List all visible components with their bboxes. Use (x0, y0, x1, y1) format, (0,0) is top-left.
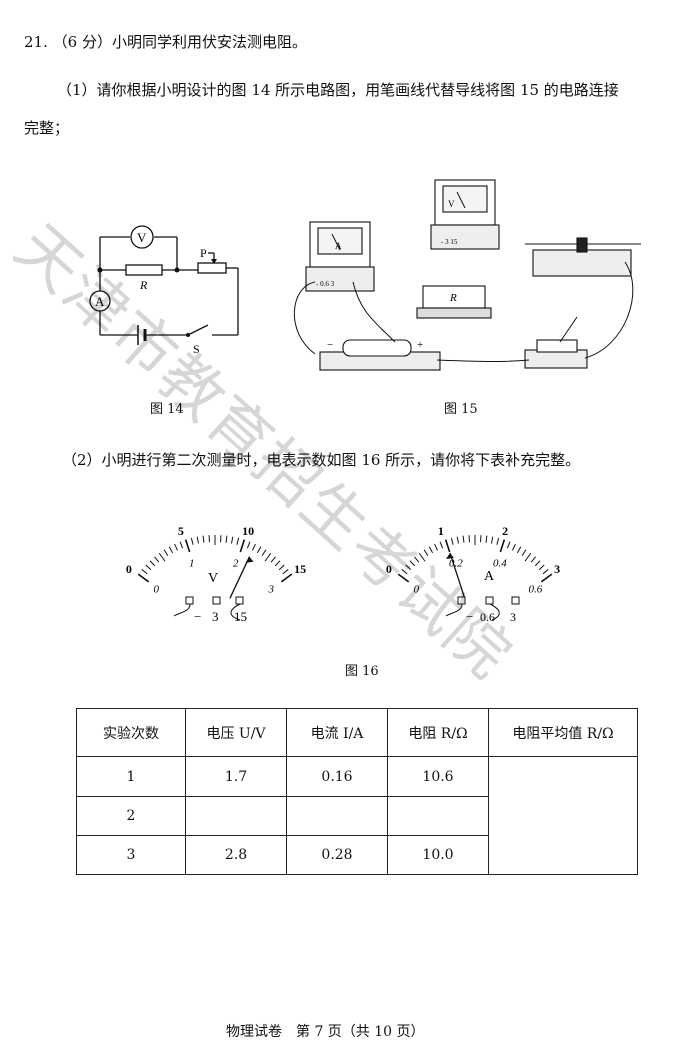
cell-voltage: 1.7 (185, 756, 287, 797)
question-header: 21. （6 分）小明同学利用伏安法测电阻。 (24, 32, 307, 52)
fig16-ammeter-top-scale-label: 3 (554, 562, 560, 576)
fig15-resistor-label: R (449, 292, 457, 304)
figure-16-meters: 0 5 10 15 0 1 2 3 0 1 2 3 0 0.2 0.4 0.6 V A − 3 15 − 0… (126, 524, 560, 624)
fig16-ammeter-top-scale-label: 2 (502, 524, 508, 538)
fig16-ammeter-bottom-scale-label: 0 (414, 583, 420, 595)
table-row: 3 2.8 0.28 10.0 (76, 834, 638, 876)
fig15-ammeter-label: A (335, 241, 342, 251)
fig16-v-terminal-minus: − (194, 609, 201, 624)
header-resistance: 电阻 R/Ω (387, 707, 489, 758)
question-stem: 小明同学利用伏安法测电阻。 (111, 33, 307, 51)
cell-resistance: 10.6 (387, 756, 489, 797)
fig16-voltmeter-bottom-scale-label: 2 (233, 557, 239, 569)
question-points: （6 分） (52, 33, 112, 51)
cell-average-resistance[interactable] (488, 756, 638, 875)
cell-current: 0.16 (286, 756, 388, 797)
fig14-caption: 图 14 (150, 402, 184, 417)
cell-resistance-blank[interactable] (387, 795, 489, 836)
fig15-voltmeter-label: V (448, 199, 455, 209)
fig16-v-terminal-3: 3 (212, 609, 219, 624)
fig16-a-terminal-0-6: 0.6 (480, 610, 495, 624)
header-average-resistance: 电阻平均值 R/Ω (488, 707, 638, 758)
data-table: 实验次数 电压 U/V 电流 I/A 电阻 R/Ω 电阻平均值 R/Ω 1 1.… (76, 707, 638, 876)
cell-trial: 1 (76, 756, 186, 797)
cell-resistance: 10.0 (387, 834, 489, 876)
table-header-row: 实验次数 电压 U/V 电流 I/A 电阻 R/Ω 电阻平均值 R/Ω (76, 707, 638, 758)
fig15-ammeter-terminals: - 0.6 3 (316, 280, 335, 288)
fig16-ammeter-bottom-scale-label: 0.2 (449, 557, 463, 569)
fig16-ammeter: 0 1 2 3 0 0.2 0.4 0.6 (386, 524, 560, 597)
fig14-voltmeter-label: V (137, 230, 147, 245)
fig16-ammeter-pointer-tip (445, 552, 454, 559)
fig14-slider-label: P (200, 246, 207, 260)
cell-trial: 2 (76, 795, 186, 836)
cell-voltage-blank[interactable] (185, 795, 287, 836)
fig15-voltmeter-terminals: - 3 15 (441, 238, 458, 246)
fig14-switch-label: S (193, 342, 200, 356)
fig16-voltmeter: 0 5 10 15 0 1 2 3 (126, 524, 306, 599)
fig16-a-terminal-minus: − (466, 609, 473, 624)
fig14-resistor-label: R (139, 278, 148, 292)
table-row: 2 (76, 795, 638, 836)
part2-text: （2）小明进行第二次测量时，电表示数如图 16 所示，请你将下表补充完整。 (62, 451, 581, 469)
fig16-ammeter-top-scale-label: 0 (386, 562, 392, 576)
cell-voltage: 2.8 (185, 834, 287, 876)
table-row: 1 1.7 0.16 10.6 (76, 756, 638, 875)
figure-14-circuit-diagram: V A R P S (89, 225, 239, 356)
fig16-voltmeter-top-scale-label: 15 (294, 562, 306, 576)
fig16-ammeter-bottom-scale-label: 0.6 (528, 583, 542, 595)
page-footer: 物理试卷 第 7 页（共 10 页） (226, 1024, 425, 1040)
cell-current: 0.28 (286, 834, 388, 876)
fig16-voltmeter-bottom-scale-label: 1 (189, 557, 195, 569)
part1-line2: 完整； (24, 119, 70, 137)
cell-trial: 3 (76, 834, 186, 876)
fig16-voltmeter-pointer-tip (245, 556, 254, 563)
fig16-voltmeter-pointer (229, 556, 251, 599)
fig16-voltmeter-bottom-scale-label: 0 (154, 583, 160, 595)
figure-15-apparatus: V A R - 3 15 - 0.6 3 − + (293, 179, 641, 371)
header-trial: 实验次数 (76, 707, 186, 758)
question-number: 21. (24, 33, 48, 51)
fig16-voltmeter-top-scale-label: 0 (126, 562, 132, 576)
fig16-v-terminal-15: 15 (234, 609, 247, 624)
part1-line1: （1）请你根据小明设计的图 14 所示电路图，用笔画线代替导线将图 15 的电路… (57, 81, 619, 99)
fig16-ammeter-bottom-scale-label: 0.4 (493, 557, 507, 569)
fig16-ammeter-top-scale-label: 1 (438, 524, 444, 538)
fig16-voltmeter-unit: V (208, 571, 218, 586)
fig15-battery-minus: − (327, 339, 333, 351)
fig16-voltmeter-bottom-scale-label: 3 (267, 583, 274, 595)
fig15-battery-plus: + (417, 339, 423, 351)
fig16-caption: 图 16 (345, 664, 379, 679)
fig16-a-terminal-3: 3 (510, 610, 516, 624)
fig16-ammeter-pointer (449, 552, 465, 597)
header-voltage: 电压 U/V (185, 707, 287, 758)
fig16-ammeter-unit: A (484, 569, 495, 584)
header-current: 电流 I/A (286, 707, 388, 758)
fig15-caption: 图 15 (444, 402, 478, 417)
fig14-ammeter-label: A (95, 294, 105, 309)
fig16-voltmeter-top-scale-label: 5 (178, 524, 184, 538)
fig16-voltmeter-top-scale-label: 10 (242, 524, 254, 538)
cell-current-blank[interactable] (286, 795, 388, 836)
